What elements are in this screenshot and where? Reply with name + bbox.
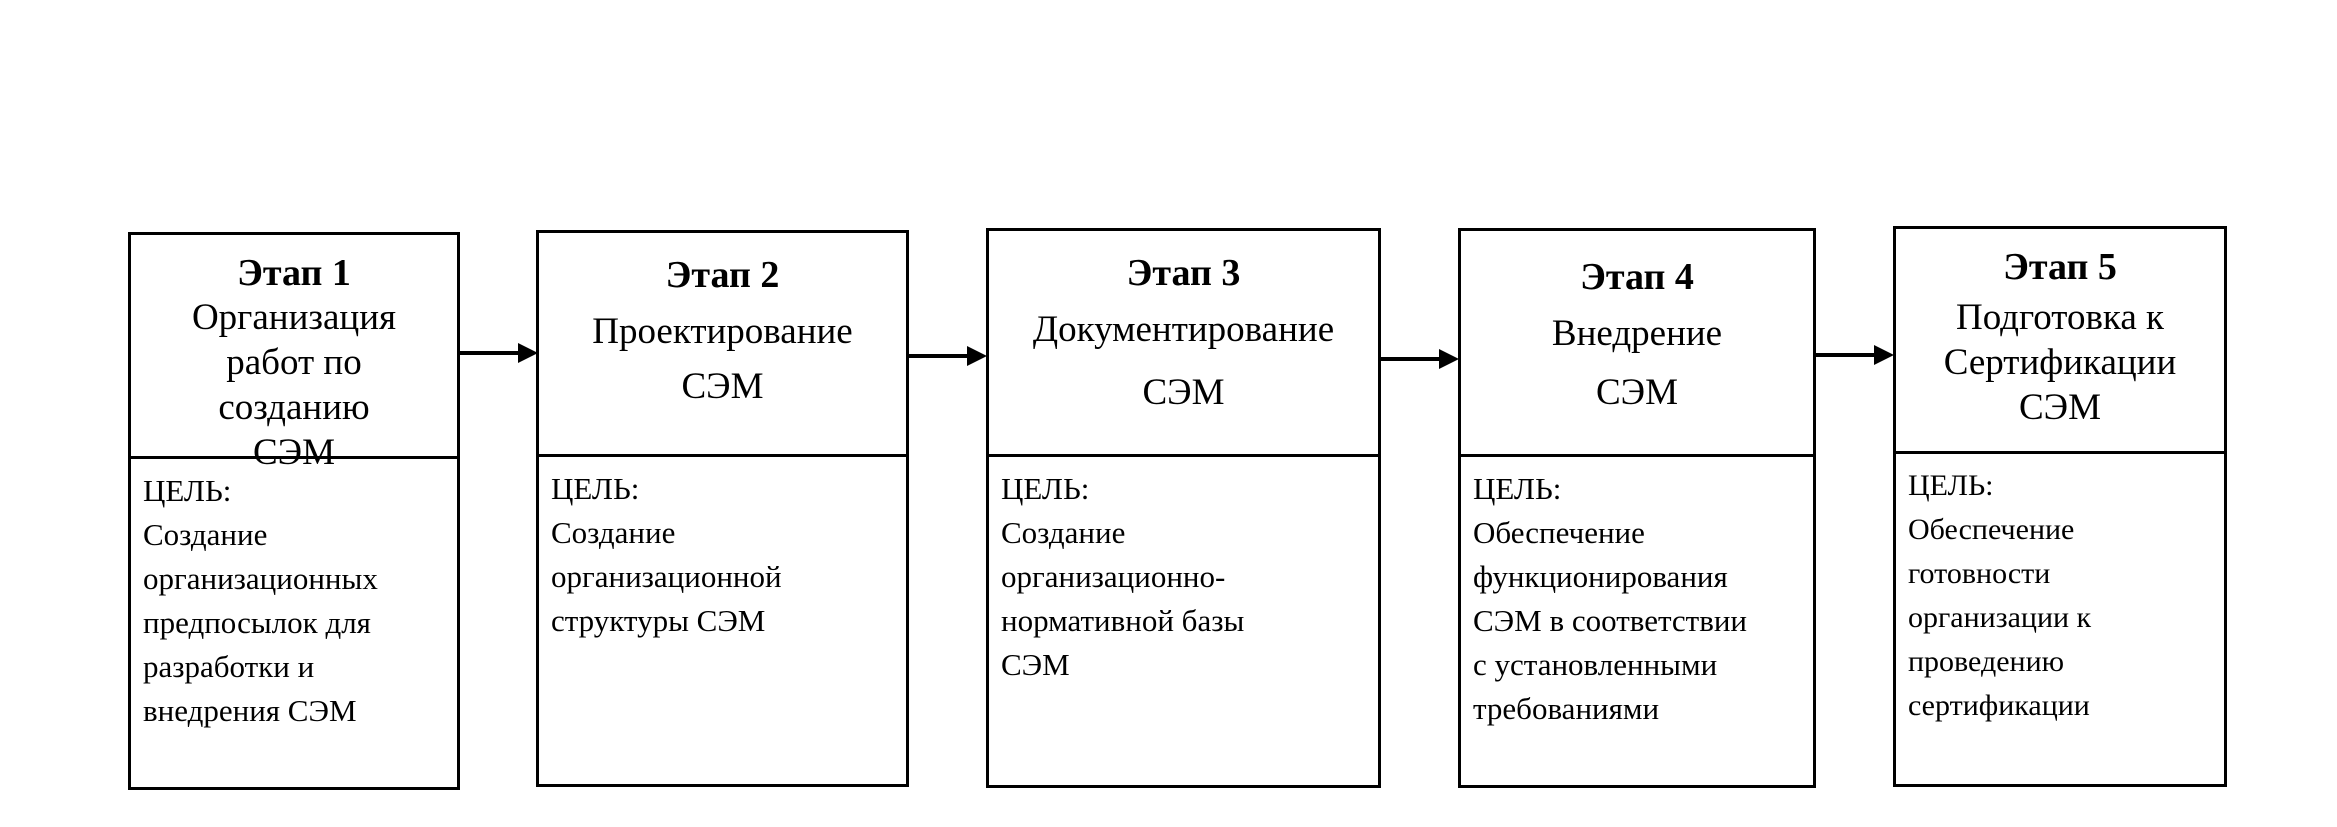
arrow-stage-4-to-5 — [1816, 345, 1894, 365]
stage-2-goal-line-1: Создание — [551, 515, 676, 550]
stage-3-goal-line-2: организационно- — [1001, 559, 1226, 594]
stage-1-goal-line-4: разработки и — [143, 649, 315, 684]
stage-1-header: Этап 1 Организация работ по созданию СЭМ — [131, 235, 457, 473]
stage-3-goal-line-3: нормативной базы — [1001, 603, 1245, 638]
stage-3-name-line-2: СЭМ — [1142, 372, 1225, 413]
stage-1-goal-line-3: предпосылок для — [143, 605, 371, 640]
stage-2-header: Этап 2 Проектирование СЭМ — [539, 233, 906, 457]
stage-1-number: Этап 1 — [237, 252, 351, 294]
stage-2-goal-line-2: организационной — [551, 559, 782, 594]
stage-3-header: Этап 3 Документирование СЭМ — [989, 231, 1378, 457]
stage-1-name-line-1: Организация — [191, 297, 397, 338]
stage-4-goal: ЦЕЛЬ: Обеспечение функционирования СЭМ в… — [1461, 457, 1813, 785]
stage-5-goal-line-2: готовности — [1908, 557, 2051, 590]
stage-3-goal-line-4: СЭМ — [1001, 647, 1070, 682]
stage-1-name-line-3: созданию — [218, 387, 370, 428]
stage-3-number: Этап 3 — [1126, 252, 1241, 294]
stage-2-name-line-1: Проектирование — [592, 311, 853, 352]
stage-4-goal-line-5: требованиями — [1473, 691, 1660, 726]
stage-5-name-line-1: Подготовка к — [1956, 297, 2164, 338]
stage-5-name-line-3: СЭМ — [2018, 387, 2101, 428]
stage-4-name-line-1: Внедрение — [1551, 313, 1723, 354]
stage-4-goal-label: ЦЕЛЬ: — [1473, 471, 1562, 506]
stage-5-name-line-2: Сертификации — [1943, 342, 2177, 383]
stage-2-goal-label: ЦЕЛЬ: — [551, 471, 640, 506]
stage-1-box: Этап 1 Организация работ по созданию СЭМ… — [128, 232, 460, 790]
stage-3-goal-line-1: Создание — [1001, 515, 1126, 550]
stage-2-goal: ЦЕЛЬ: Создание организационной структуры… — [539, 457, 906, 784]
stage-5-goal-line-1: Обеспечение — [1908, 513, 2075, 546]
stage-2-name-line-2: СЭМ — [681, 366, 764, 407]
stage-5-goal-label: ЦЕЛЬ: — [1908, 469, 1994, 502]
stage-2-goal-line-3: структуры СЭМ — [551, 603, 766, 638]
stage-4-header: Этап 4 Внедрение СЭМ — [1461, 231, 1813, 457]
stage-4-box: Этап 4 Внедрение СЭМ ЦЕЛЬ: Обеспечение ф… — [1458, 228, 1816, 788]
stage-5-number: Этап 5 — [2003, 246, 2117, 288]
stage-5-box: Этап 5 Подготовка к Сертификации СЭМ ЦЕЛ… — [1893, 226, 2227, 787]
stage-4-goal-line-2: функционирования — [1473, 559, 1728, 594]
stage-4-name-line-2: СЭМ — [1595, 372, 1678, 413]
stage-5-goal-line-5: сертификации — [1908, 689, 2090, 722]
stage-2-box: Этап 2 Проектирование СЭМ ЦЕЛЬ: Создание… — [536, 230, 909, 787]
stage-4-number: Этап 4 — [1580, 256, 1694, 298]
arrow-stage-1-to-2 — [460, 343, 538, 363]
stage-1-name-line-4: СЭМ — [252, 432, 335, 473]
stage-1-goal-label: ЦЕЛЬ: — [143, 473, 232, 508]
stage-4-goal-line-3: СЭМ в соответствии — [1473, 603, 1748, 638]
stage-1-goal-line-5: внедрения СЭМ — [143, 693, 357, 728]
arrow-stage-2-to-3 — [909, 346, 987, 366]
stage-5-header: Этап 5 Подготовка к Сертификации СЭМ — [1896, 229, 2224, 454]
stage-4-goal-line-4: с установленными — [1473, 647, 1718, 682]
stage-3-goal-label: ЦЕЛЬ: — [1001, 471, 1090, 506]
stage-1-goal-line-2: организационных — [143, 561, 378, 596]
stage-1-goal-line-1: Создание — [143, 517, 268, 552]
stage-2-number: Этап 2 — [665, 254, 780, 296]
stage-4-goal-line-1: Обеспечение — [1473, 515, 1645, 550]
stage-1-name-line-2: работ по — [226, 342, 362, 383]
stage-5-goal-line-3: организации к — [1908, 601, 2092, 634]
arrow-stage-3-to-4 — [1381, 349, 1459, 369]
stage-3-name-line-1: Документирование — [1032, 309, 1335, 350]
stage-5-goal: ЦЕЛЬ: Обеспечение готовности организации… — [1896, 454, 2224, 784]
stage-1-goal: ЦЕЛЬ: Создание организационных предпосыл… — [131, 459, 457, 787]
stage-3-goal: ЦЕЛЬ: Создание организационно- нормативн… — [989, 457, 1378, 785]
stage-3-box: Этап 3 Документирование СЭМ ЦЕЛЬ: Создан… — [986, 228, 1381, 788]
stage-5-goal-line-4: проведению — [1908, 645, 2065, 678]
